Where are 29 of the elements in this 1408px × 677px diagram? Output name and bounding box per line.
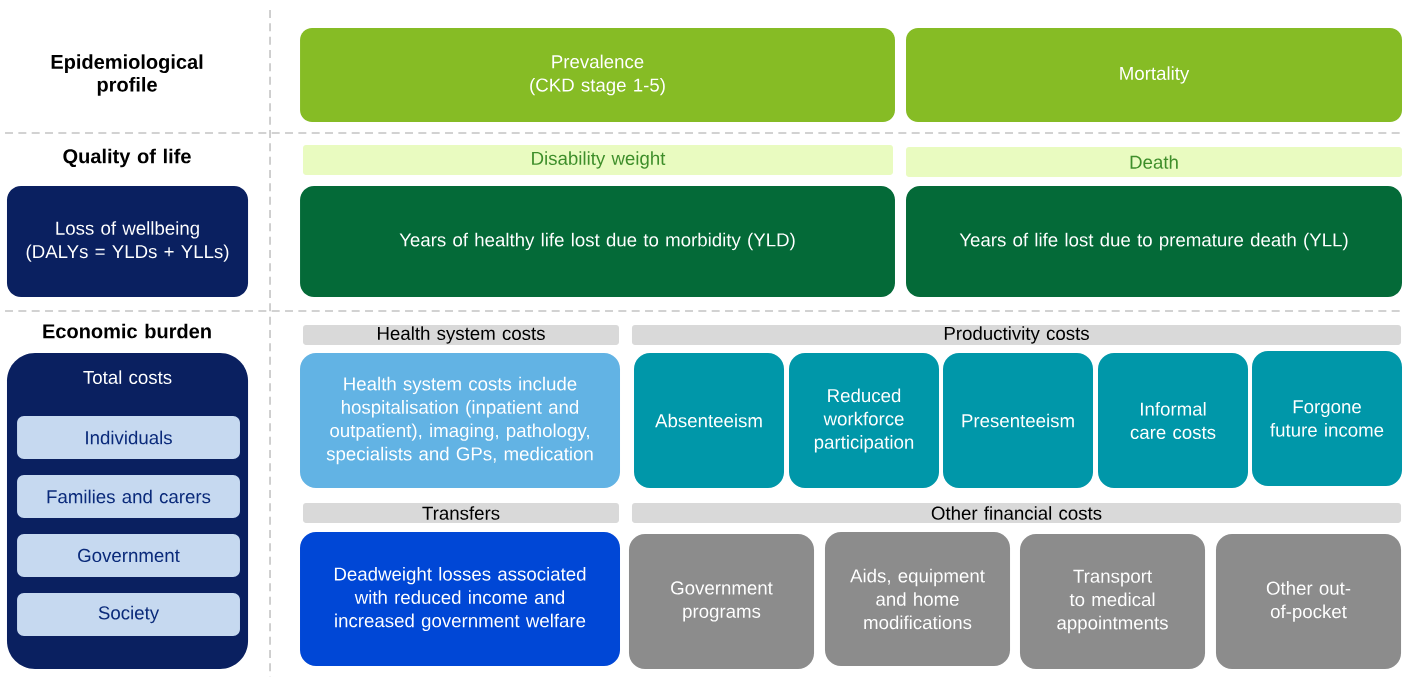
category-band: Other financial costs <box>632 503 1402 523</box>
cost-box: Forgone future income <box>1252 351 1402 486</box>
stakeholder-box: Individuals <box>17 416 240 459</box>
cost-box: Aids, equipment and home modifications <box>825 532 1011 666</box>
stakeholder-box: Families and carers <box>17 475 240 518</box>
category-band: Health system costs <box>303 325 619 345</box>
summary-box: Loss of wellbeing (DALYs = YLDs + YLLs) <box>7 186 249 297</box>
cost-box: Reduced workforce participation <box>789 353 939 488</box>
cost-box: Health system costs include hospitalisation (inpatient and outpatient), imaging, pathology, specialists and GPs, medication <box>300 353 620 488</box>
cost-box: Informal care costs <box>1098 353 1248 488</box>
metric-box: Mortality <box>906 28 1402 122</box>
cost-box: Government programs <box>629 534 815 669</box>
row-heading: Epidemiological profile <box>51 54 203 96</box>
category-band: Transfers <box>303 503 619 523</box>
stakeholder-box: Government <box>17 534 240 577</box>
row-heading: Economic burden <box>43 323 211 339</box>
category-band: Productivity costs <box>632 325 1402 345</box>
cost-box: Deadweight losses associated with reduced income and increased government welfare <box>300 532 620 666</box>
stakeholder-box: Society <box>17 593 240 636</box>
cost-box: Transport to medical appointments <box>1020 534 1206 669</box>
metric-box: Years of life lost due to premature death (YLL) <box>906 186 1402 297</box>
category-band: Disability weight <box>303 145 893 175</box>
category-band: Death <box>906 147 1402 177</box>
cost-box: Other out-of-pocket <box>1215 534 1402 669</box>
cost-box: Presenteeism <box>943 353 1093 488</box>
metric-box: Years of healthy life lost due to morbidity (YLD) <box>300 186 895 297</box>
metric-box: Prevalence (CKD stage 1-5) <box>300 28 895 122</box>
row-heading: Quality of life <box>63 148 191 168</box>
cost-box: Absenteeism <box>634 353 784 488</box>
